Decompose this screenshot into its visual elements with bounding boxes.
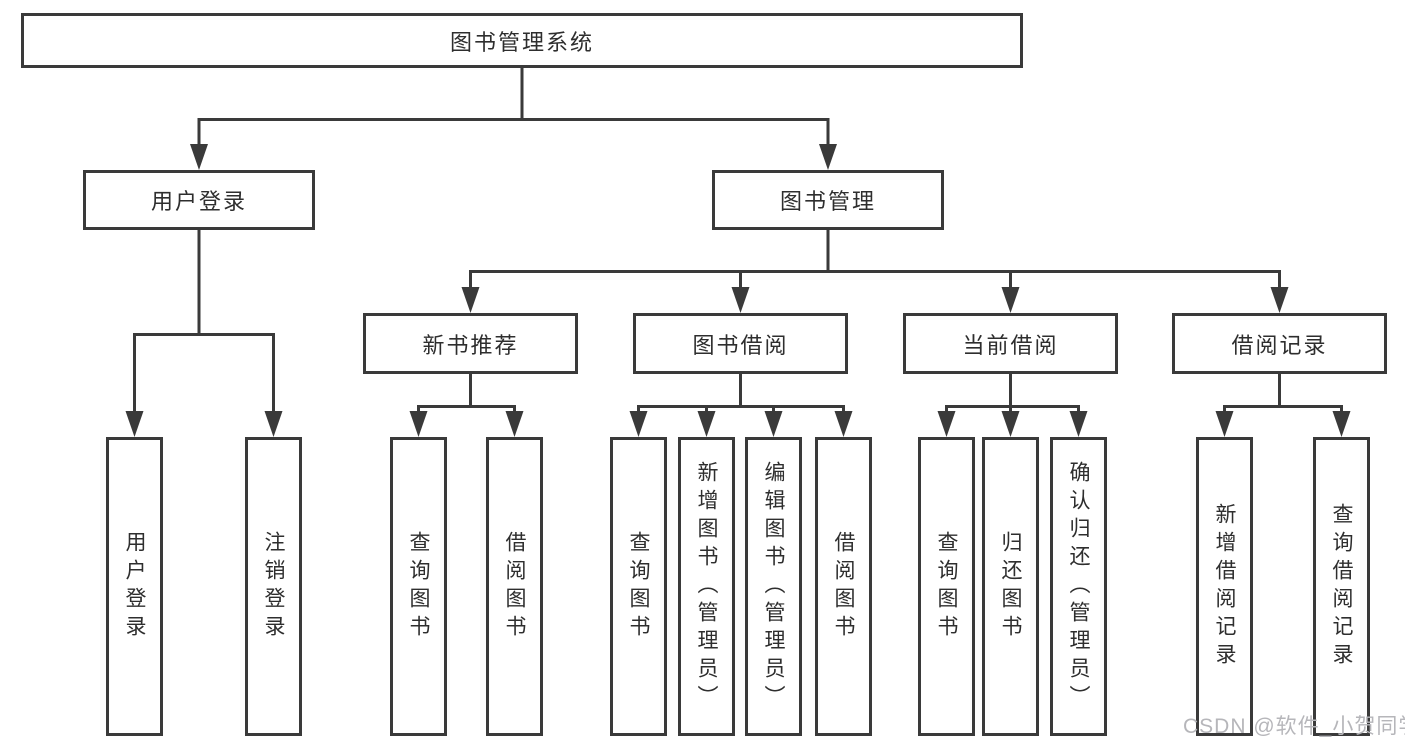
arrowhead <box>937 411 956 437</box>
node-new-book-recommend: 新书推荐 <box>363 313 578 374</box>
arrowhead <box>505 411 524 437</box>
arrowhead <box>834 411 853 437</box>
node-user-login: 用户登录 <box>83 170 315 230</box>
leaf-query-books-borrowing: 查询图书 <box>610 437 667 736</box>
connector-root-to-level2 <box>197 68 830 152</box>
arrowhead <box>819 144 837 170</box>
arrowhead <box>764 411 783 437</box>
node-current-borrowing: 当前借阅 <box>903 313 1118 374</box>
leaf-query-books-recommend: 查询图书 <box>390 437 447 736</box>
connector-bookmgmt-to-level3 <box>469 230 1281 295</box>
leaf-borrow-books-recommend: 借阅图书 <box>486 437 543 736</box>
arrowhead <box>697 411 716 437</box>
arrowhead <box>629 411 648 437</box>
arrowhead <box>1001 287 1020 313</box>
leaf-return-book: 归还图书 <box>982 437 1039 736</box>
leaf-query-books-current: 查询图书 <box>918 437 975 736</box>
node-borrow-records: 借阅记录 <box>1172 313 1387 374</box>
node-book-borrowing: 图书借阅 <box>633 313 848 374</box>
node-root-library-system: 图书管理系统 <box>21 13 1023 68</box>
arrowhead <box>1001 411 1020 437</box>
arrowhead <box>409 411 428 437</box>
connector-records-to-leaves <box>1223 374 1343 419</box>
arrowhead <box>190 144 208 170</box>
leaf-add-book-admin: 新增图书（管理员） <box>678 437 735 736</box>
connector-bookborrow-to-leaves <box>637 374 845 419</box>
arrowhead <box>1332 411 1351 437</box>
connector-currentborrow-to-leaves <box>945 374 1080 419</box>
arrowhead <box>264 411 283 437</box>
arrowhead <box>125 411 144 437</box>
arrowhead <box>1270 287 1289 313</box>
leaf-edit-book-admin: 编辑图书（管理员） <box>745 437 802 736</box>
leaf-borrow-books-borrowing: 借阅图书 <box>815 437 872 736</box>
leaf-user-login: 用户登录 <box>106 437 163 736</box>
leaf-query-borrow-record: 查询借阅记录 <box>1313 437 1370 736</box>
leaf-logout: 注销登录 <box>245 437 302 736</box>
arrowhead <box>461 287 480 313</box>
connector-newbook-to-leaves <box>417 374 516 419</box>
watermark-text: CSDN @软件_小贺同学 <box>1183 715 1405 738</box>
arrowhead <box>1215 411 1234 437</box>
node-book-management: 图书管理 <box>712 170 944 230</box>
leaf-confirm-return-admin: 确认归还（管理员） <box>1050 437 1107 736</box>
connector-userlogin-to-leaves <box>133 230 275 419</box>
arrowhead <box>731 287 750 313</box>
leaf-add-borrow-record: 新增借阅记录 <box>1196 437 1253 736</box>
arrowhead <box>1069 411 1088 437</box>
